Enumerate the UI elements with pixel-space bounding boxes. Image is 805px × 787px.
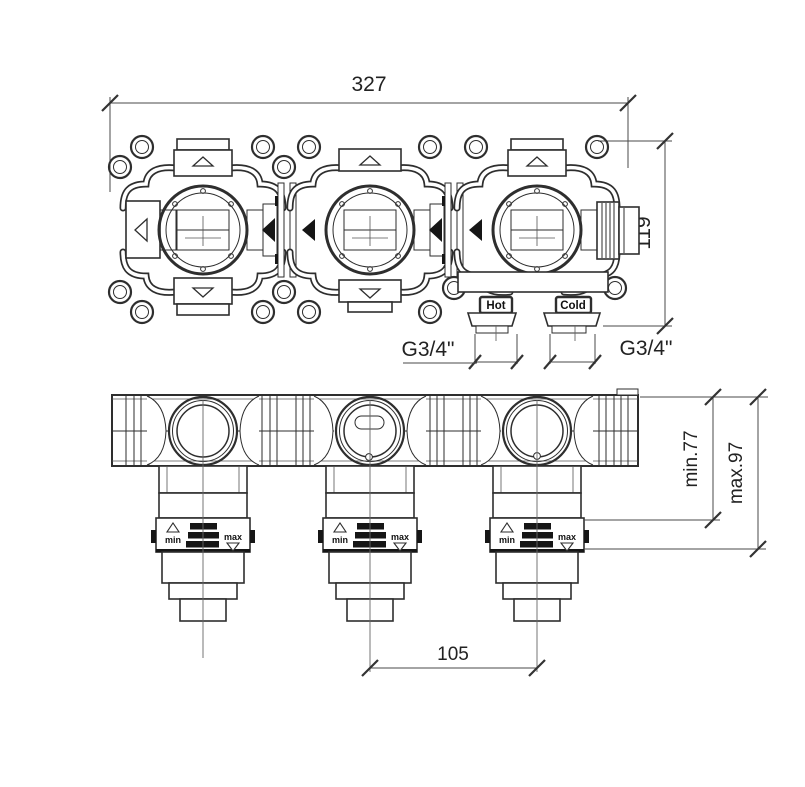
up-arrow-icon: [191, 156, 215, 167]
thread-left-value: G3/4": [402, 338, 455, 361]
knob-window: [354, 415, 385, 430]
mounting-ear-icon: [296, 299, 322, 325]
min-up-arrow-icon: [165, 522, 181, 533]
left-arrow-icon: [134, 217, 148, 243]
up-arrow-icon: [525, 156, 549, 167]
front-view: min max min max: [111, 388, 768, 677]
band-min-label: min: [499, 535, 515, 545]
dimension-min-depth: min.77: [584, 388, 768, 529]
band-min-label: min: [165, 535, 181, 545]
dimension-port-spacing: 105: [361, 644, 546, 677]
front-valve-body-2: min max: [318, 400, 422, 672]
down-arrow-icon: [358, 288, 382, 299]
thread-right-value: G3/4": [620, 337, 673, 360]
mounting-ear-icon: [129, 299, 155, 325]
top-view-valve-unit-1: [107, 134, 297, 325]
valve-body-circle: [491, 184, 583, 276]
top-view-connector-1: [262, 182, 315, 278]
down-arrow-icon: [191, 287, 215, 298]
dimension-max-depth: max.97: [584, 388, 767, 558]
flow-left-arrow-icon: [429, 218, 442, 242]
valve-body-circle: [324, 184, 416, 276]
hot-port-flange: [466, 312, 518, 327]
min-depth-value: min.77: [681, 430, 702, 487]
mounting-ear-icon: [296, 134, 322, 160]
max-depth-value: max.97: [726, 442, 747, 504]
band-max-label: max: [558, 532, 576, 542]
dimension-thread-right: G3/4": [543, 326, 673, 370]
mounting-ear-icon: [417, 299, 443, 325]
min-up-arrow-icon: [499, 522, 515, 533]
overall-width-value: 327: [351, 73, 386, 96]
dimension-thread-left: G3/4": [402, 326, 524, 370]
min-up-arrow-icon: [332, 522, 348, 533]
dimension-overall-width: 327: [101, 73, 637, 192]
max-down-arrow-icon: [225, 542, 241, 552]
mounting-ear-icon: [107, 154, 133, 180]
front-valve-body-1: min max: [151, 400, 255, 658]
flow-left-arrow-icon: [262, 218, 275, 242]
band-min-label: min: [332, 535, 348, 545]
max-down-arrow-icon: [392, 542, 408, 552]
max-down-arrow-icon: [559, 542, 575, 552]
up-arrow-icon: [358, 155, 382, 166]
top-view-valve-unit-3: Hot Cold: [441, 134, 640, 334]
mounting-ear-icon: [107, 279, 133, 305]
port-spacing-value: 105: [437, 644, 469, 665]
mounting-ear-icon: [271, 154, 297, 180]
knob-shoulders: [146, 395, 594, 466]
mounting-ear-icon: [417, 134, 443, 160]
right-outlet-thread: [596, 201, 640, 260]
band-max-label: max: [391, 532, 409, 542]
mounting-ear-icon: [463, 134, 489, 160]
hot-port-label: Hot: [486, 300, 505, 312]
mounting-ear-icon: [250, 299, 276, 325]
band-max-label: max: [224, 532, 242, 542]
cold-port-label: Cold: [560, 300, 586, 312]
mounting-ear-icon: [250, 134, 276, 160]
top-view-valve-unit-2: [286, 134, 454, 325]
flow-left-arrow-icon: [302, 219, 315, 241]
cold-port-flange: [542, 312, 602, 327]
front-knob-2: [334, 395, 406, 467]
mounting-ear-icon: [129, 134, 155, 160]
mounting-ear-icon: [584, 134, 610, 160]
mounting-ear-icon: [271, 279, 297, 305]
front-valve-body-3: min max: [485, 400, 589, 672]
hot-cold-ports: Hot Cold: [457, 271, 609, 334]
top-view: 327 119: [101, 73, 674, 370]
flow-left-arrow-icon: [469, 219, 482, 241]
